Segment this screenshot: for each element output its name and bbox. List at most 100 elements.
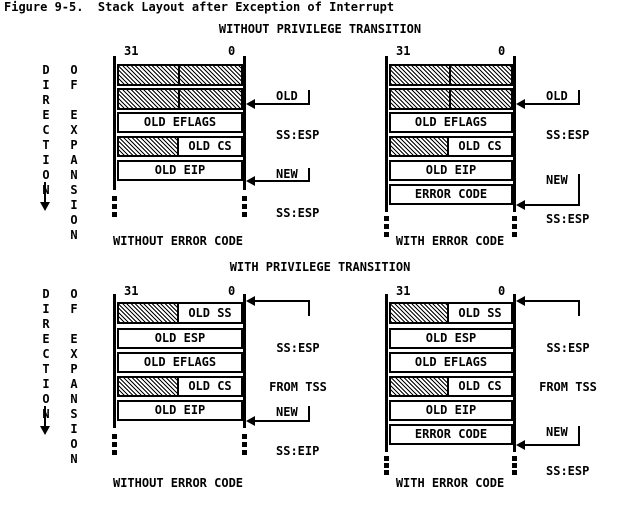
down-arrow-icon: [40, 202, 50, 211]
hatched-cell: [389, 64, 451, 86]
stack-row-eip: OLD EIP: [389, 400, 513, 421]
pointer-label-line: NEW: [546, 173, 568, 187]
hatched-cell: [389, 88, 451, 110]
ellipsis-dot: [384, 456, 389, 461]
direction-arrow-line-top: [44, 182, 46, 202]
pointer-label-line: SS:ESP: [546, 128, 590, 142]
pointer-label-new: NEW SS:ESP: [276, 142, 319, 246]
stack-rail-left: [385, 56, 388, 212]
pointer-elbow-line: [308, 300, 310, 316]
hatched-cell: [449, 88, 513, 110]
left-arrow-icon: [516, 99, 525, 109]
stack-row-esp: OLD ESP: [117, 328, 243, 349]
stack-row-error-code: ERROR CODE: [389, 184, 513, 205]
stack-rail-left: [113, 56, 116, 190]
hatched-cell: [389, 376, 449, 397]
pointer-elbow-line: [308, 90, 310, 105]
pointer-label-new: NEW SS:EIP: [276, 380, 319, 484]
ellipsis-dot: [512, 456, 517, 461]
stack-rail-right: [243, 56, 246, 190]
bit-label-31: 31: [124, 284, 139, 298]
pointer-label-line: OLD: [546, 89, 568, 103]
pointer-line: [254, 420, 310, 422]
hatched-cell: [117, 376, 179, 397]
pointer-elbow-line: [308, 406, 310, 422]
stack-rail-left: [113, 294, 116, 428]
hatched-cell: [117, 302, 179, 324]
ellipsis-dot: [512, 224, 517, 229]
bit-label-0: 0: [498, 284, 506, 298]
ellipsis-dot: [512, 470, 517, 475]
stack-row-eflags: OLD EFLAGS: [389, 112, 513, 133]
ellipsis-dot: [112, 434, 117, 439]
left-arrow-icon: [516, 200, 525, 210]
bit-label-31: 31: [124, 44, 139, 58]
stack-caption: WITHOUT ERROR CODE: [112, 476, 244, 490]
hatched-cell: [389, 302, 449, 324]
stack-row-eflags: OLD EFLAGS: [117, 352, 243, 373]
ellipsis-dot: [242, 212, 247, 217]
expansion-word-top: OF EXPANSION: [67, 63, 81, 243]
stack-row-cs: OLD CS: [447, 376, 513, 397]
ellipsis-dot: [242, 450, 247, 455]
pointer-label-line: SS:ESP: [546, 464, 590, 478]
pointer-label-old: OLD SS:ESP: [276, 64, 319, 168]
pointer-label-old: OLD SS:ESP: [546, 64, 589, 168]
stack-row-eip: OLD EIP: [389, 160, 513, 181]
stack-row-cs: OLD CS: [177, 136, 243, 157]
pointer-line: [524, 103, 580, 105]
pointer-line: [254, 300, 310, 302]
stack-row-cs: OLD CS: [447, 136, 513, 157]
pointer-label-line: SS:ESP: [276, 128, 320, 142]
ellipsis-dot: [384, 470, 389, 475]
left-arrow-icon: [246, 176, 255, 186]
pointer-label-tss: SS:ESP FROM TSS: [266, 316, 330, 420]
ellipsis-dot: [512, 463, 517, 468]
ellipsis-dot: [112, 196, 117, 201]
hatched-cell: [389, 136, 449, 157]
pointer-label-line: NEW: [276, 167, 298, 181]
pointer-elbow-line: [308, 168, 310, 182]
pointer-label-line: SS:ESP: [276, 341, 320, 355]
ellipsis-dot: [384, 463, 389, 468]
stack-row-eip: OLD EIP: [117, 160, 243, 181]
stack-caption: WITHOUT ERROR CODE: [112, 234, 244, 248]
ellipsis-dot: [384, 216, 389, 221]
hatched-cell: [449, 64, 513, 86]
figure-title: Figure 9-5. Stack Layout after Exception…: [4, 0, 395, 14]
direction-word-bottom: DIRECTION: [39, 287, 53, 422]
pointer-label-line: SS:ESP: [546, 341, 590, 355]
bit-label-0: 0: [498, 44, 506, 58]
stack-row-eip: OLD EIP: [117, 400, 243, 421]
pointer-label-line: FROM TSS: [269, 380, 327, 394]
pointer-label-line: FROM TSS: [539, 380, 597, 394]
pointer-label-line: SS:ESP: [276, 206, 320, 220]
pointer-elbow-line: [578, 90, 580, 105]
pointer-label-line: NEW: [546, 425, 568, 439]
ellipsis-dot: [112, 442, 117, 447]
hatched-cell: [117, 64, 180, 86]
ellipsis-dot: [242, 442, 247, 447]
hatched-cell: [117, 136, 179, 157]
stack-rail-right: [513, 294, 516, 452]
hatched-cell: [117, 88, 180, 110]
ellipsis-dot: [384, 224, 389, 229]
section-heading-bottom: WITH PRIVILEGE TRANSITION: [229, 260, 411, 274]
pointer-label-line: NEW: [276, 405, 298, 419]
stack-rail-left: [385, 294, 388, 452]
ellipsis-dot: [242, 434, 247, 439]
hatched-cell: [178, 88, 243, 110]
pointer-label-line: SS:ESP: [546, 212, 590, 226]
direction-arrow-line-bottom: [44, 406, 46, 426]
pointer-label-new: NEW SS:ESP: [546, 148, 589, 252]
hatched-cell: [178, 64, 243, 86]
ellipsis-dot: [242, 204, 247, 209]
bit-label-0: 0: [228, 44, 236, 58]
down-arrow-icon: [40, 426, 50, 435]
section-heading-top: WITHOUT PRIVILEGE TRANSITION: [218, 22, 422, 36]
left-arrow-icon: [246, 99, 255, 109]
pointer-line: [524, 204, 580, 206]
ellipsis-dot: [112, 212, 117, 217]
pointer-line: [524, 300, 580, 302]
